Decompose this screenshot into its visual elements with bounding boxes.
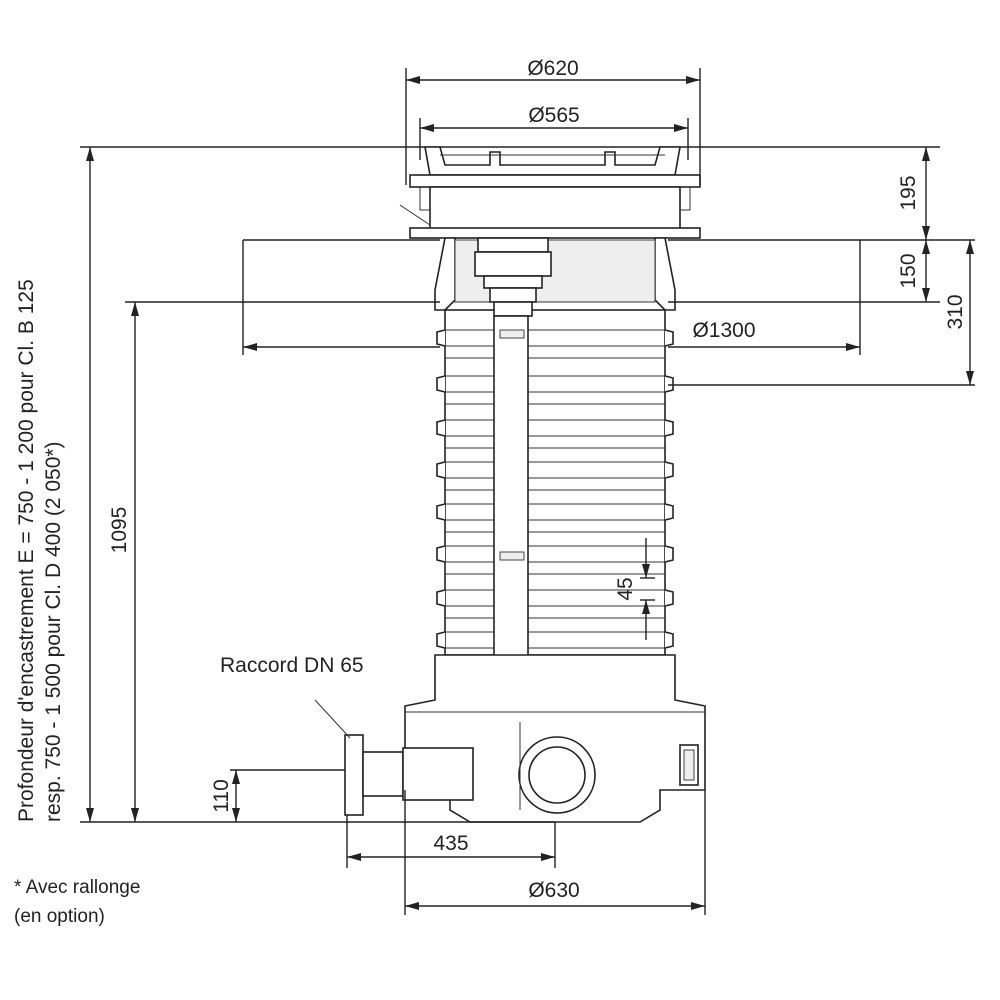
dim-d620: Ø620 — [527, 57, 578, 80]
rib-right — [664, 503, 674, 521]
rib-left — [436, 461, 446, 479]
manhole-cover — [80, 146, 940, 239]
rib-right — [664, 631, 674, 649]
rib-left — [436, 503, 446, 521]
rib-right — [664, 375, 674, 393]
rib-left — [436, 545, 446, 563]
dim-150: 150 — [897, 253, 920, 288]
rib-left — [436, 631, 446, 649]
dim-435: 435 — [433, 832, 468, 855]
rib-right — [664, 461, 674, 479]
raccord-label: Raccord DN 65 — [220, 654, 364, 677]
rib-left — [436, 419, 446, 437]
shaft-cone — [434, 237, 676, 311]
dim-d630: Ø630 — [528, 879, 579, 902]
dn65-connector — [314, 699, 474, 816]
dim-310: 310 — [944, 294, 967, 329]
dim-110: 110 — [210, 779, 233, 812]
dim-45: 45 — [614, 577, 637, 600]
rib-left — [436, 589, 446, 607]
dim-d565: Ø565 — [528, 104, 579, 127]
rib-left — [436, 375, 446, 393]
reference-lines — [80, 239, 975, 823]
dim-195: 195 — [897, 175, 920, 210]
depth-label-line2: resp. 750 - 1 500 pour Cl. D 400 (2 050*… — [42, 441, 65, 822]
dim-1095: 1095 — [108, 507, 131, 554]
rib-left — [436, 329, 446, 347]
rib-right — [664, 589, 674, 607]
rib-right — [664, 419, 674, 437]
base-chamber — [404, 654, 706, 823]
dimension-lines — [86, 68, 974, 915]
rib-right — [664, 329, 674, 347]
rib-right — [664, 545, 674, 563]
footnote-line1: * Avec rallonge — [14, 877, 140, 898]
dim-d1300: Ø1300 — [692, 319, 755, 342]
depth-label-line1: Profondeur d'encastrement E = 750 - 1 20… — [15, 279, 38, 822]
footnote-line2: (en option) — [14, 906, 105, 927]
corrugated-riser — [436, 309, 674, 656]
